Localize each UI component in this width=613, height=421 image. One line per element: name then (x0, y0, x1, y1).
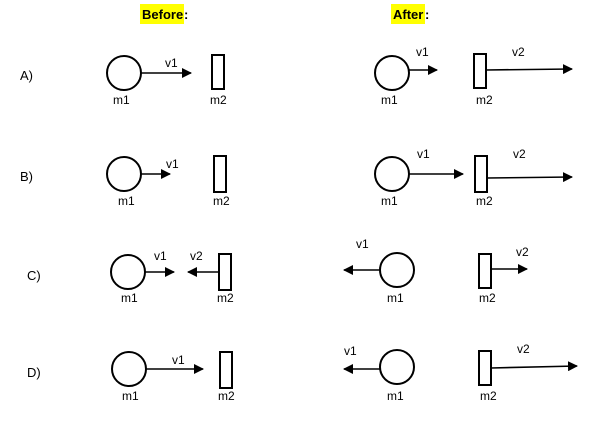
v1-label: v1 (165, 56, 178, 70)
m2-block (478, 253, 492, 289)
v1-label: v1 (172, 353, 185, 367)
m1-label: m1 (387, 291, 404, 305)
v2-label: v2 (190, 249, 203, 263)
row-b: B) v1 m1 m2 v1 v2 m1 m2 (20, 147, 573, 208)
m1-ball (374, 55, 410, 91)
before-highlight (140, 4, 184, 24)
m1-ball (374, 156, 410, 192)
row-d-before: v1 m1 m2 (111, 351, 235, 403)
v2-arrow (485, 64, 573, 75)
m2-block (218, 253, 232, 291)
v1-label: v1 (416, 45, 429, 59)
before-header-text: Before (142, 7, 183, 22)
row-d-after: v1 v2 m1 m2 (343, 342, 578, 403)
after-header-colon: : (425, 7, 429, 22)
v2-arrow (490, 361, 578, 372)
after-header-text: After (393, 7, 423, 22)
m1-label: m1 (387, 389, 404, 403)
v1-label: v1 (344, 344, 357, 358)
m2-label: m2 (476, 194, 493, 208)
m1-label: m1 (122, 389, 139, 403)
row-b-before: v1 m1 m2 (106, 155, 230, 208)
m1-ball (111, 351, 147, 387)
v2-label: v2 (516, 245, 529, 259)
row-c-after: v1 v2 m1 m2 (343, 237, 529, 305)
row-d-label: D) (27, 365, 41, 380)
row-a-label: A) (20, 68, 33, 83)
m2-label: m2 (213, 194, 230, 208)
after-header: After : (391, 4, 429, 24)
m2-block (474, 155, 488, 193)
m1-label: m1 (113, 93, 130, 107)
before-header: Before : (140, 4, 188, 24)
m2-block (219, 351, 233, 389)
after-highlight (391, 4, 425, 24)
m1-ball (379, 252, 415, 288)
m1-label: m1 (118, 194, 135, 208)
m2-label: m2 (479, 291, 496, 305)
row-a-after: v1 v2 m1 m2 (374, 45, 573, 107)
v2-arrow (486, 172, 573, 183)
v1-label: v1 (154, 249, 167, 263)
m2-block (478, 350, 492, 386)
m2-label: m2 (218, 389, 235, 403)
v2-label: v2 (513, 147, 526, 161)
v2-label: v2 (517, 342, 530, 356)
row-c: C) v1 v2 m1 m2 v1 v2 m1 m2 (27, 237, 529, 305)
m2-label: m2 (480, 389, 497, 403)
v1-label: v1 (166, 157, 179, 171)
m1-label: m1 (121, 291, 138, 305)
v1-label: v1 (356, 237, 369, 251)
m2-label: m2 (476, 93, 493, 107)
m1-label: m1 (381, 194, 398, 208)
row-c-before: v1 v2 m1 m2 (110, 249, 234, 305)
m1-label: m1 (381, 93, 398, 107)
before-header-colon: : (184, 7, 188, 22)
m1-ball (110, 254, 146, 290)
v2-label: v2 (512, 45, 525, 59)
v1-label: v1 (417, 147, 430, 161)
row-d: D) v1 m1 m2 v1 v2 m1 m2 (27, 342, 578, 403)
m2-label: m2 (210, 93, 227, 107)
m2-block (211, 54, 225, 90)
row-a-before: v1 m1 m2 (106, 54, 227, 107)
row-c-label: C) (27, 268, 41, 283)
row-b-label: B) (20, 169, 33, 184)
m2-label: m2 (217, 291, 234, 305)
row-a: A) v1 m1 m2 v1 v2 m1 m2 (20, 45, 573, 107)
m1-ball (106, 55, 142, 91)
m2-block (473, 53, 487, 89)
m1-ball (106, 156, 142, 192)
m2-block (213, 155, 227, 193)
m1-ball (379, 349, 415, 385)
row-b-after: v1 v2 m1 m2 (374, 147, 573, 208)
